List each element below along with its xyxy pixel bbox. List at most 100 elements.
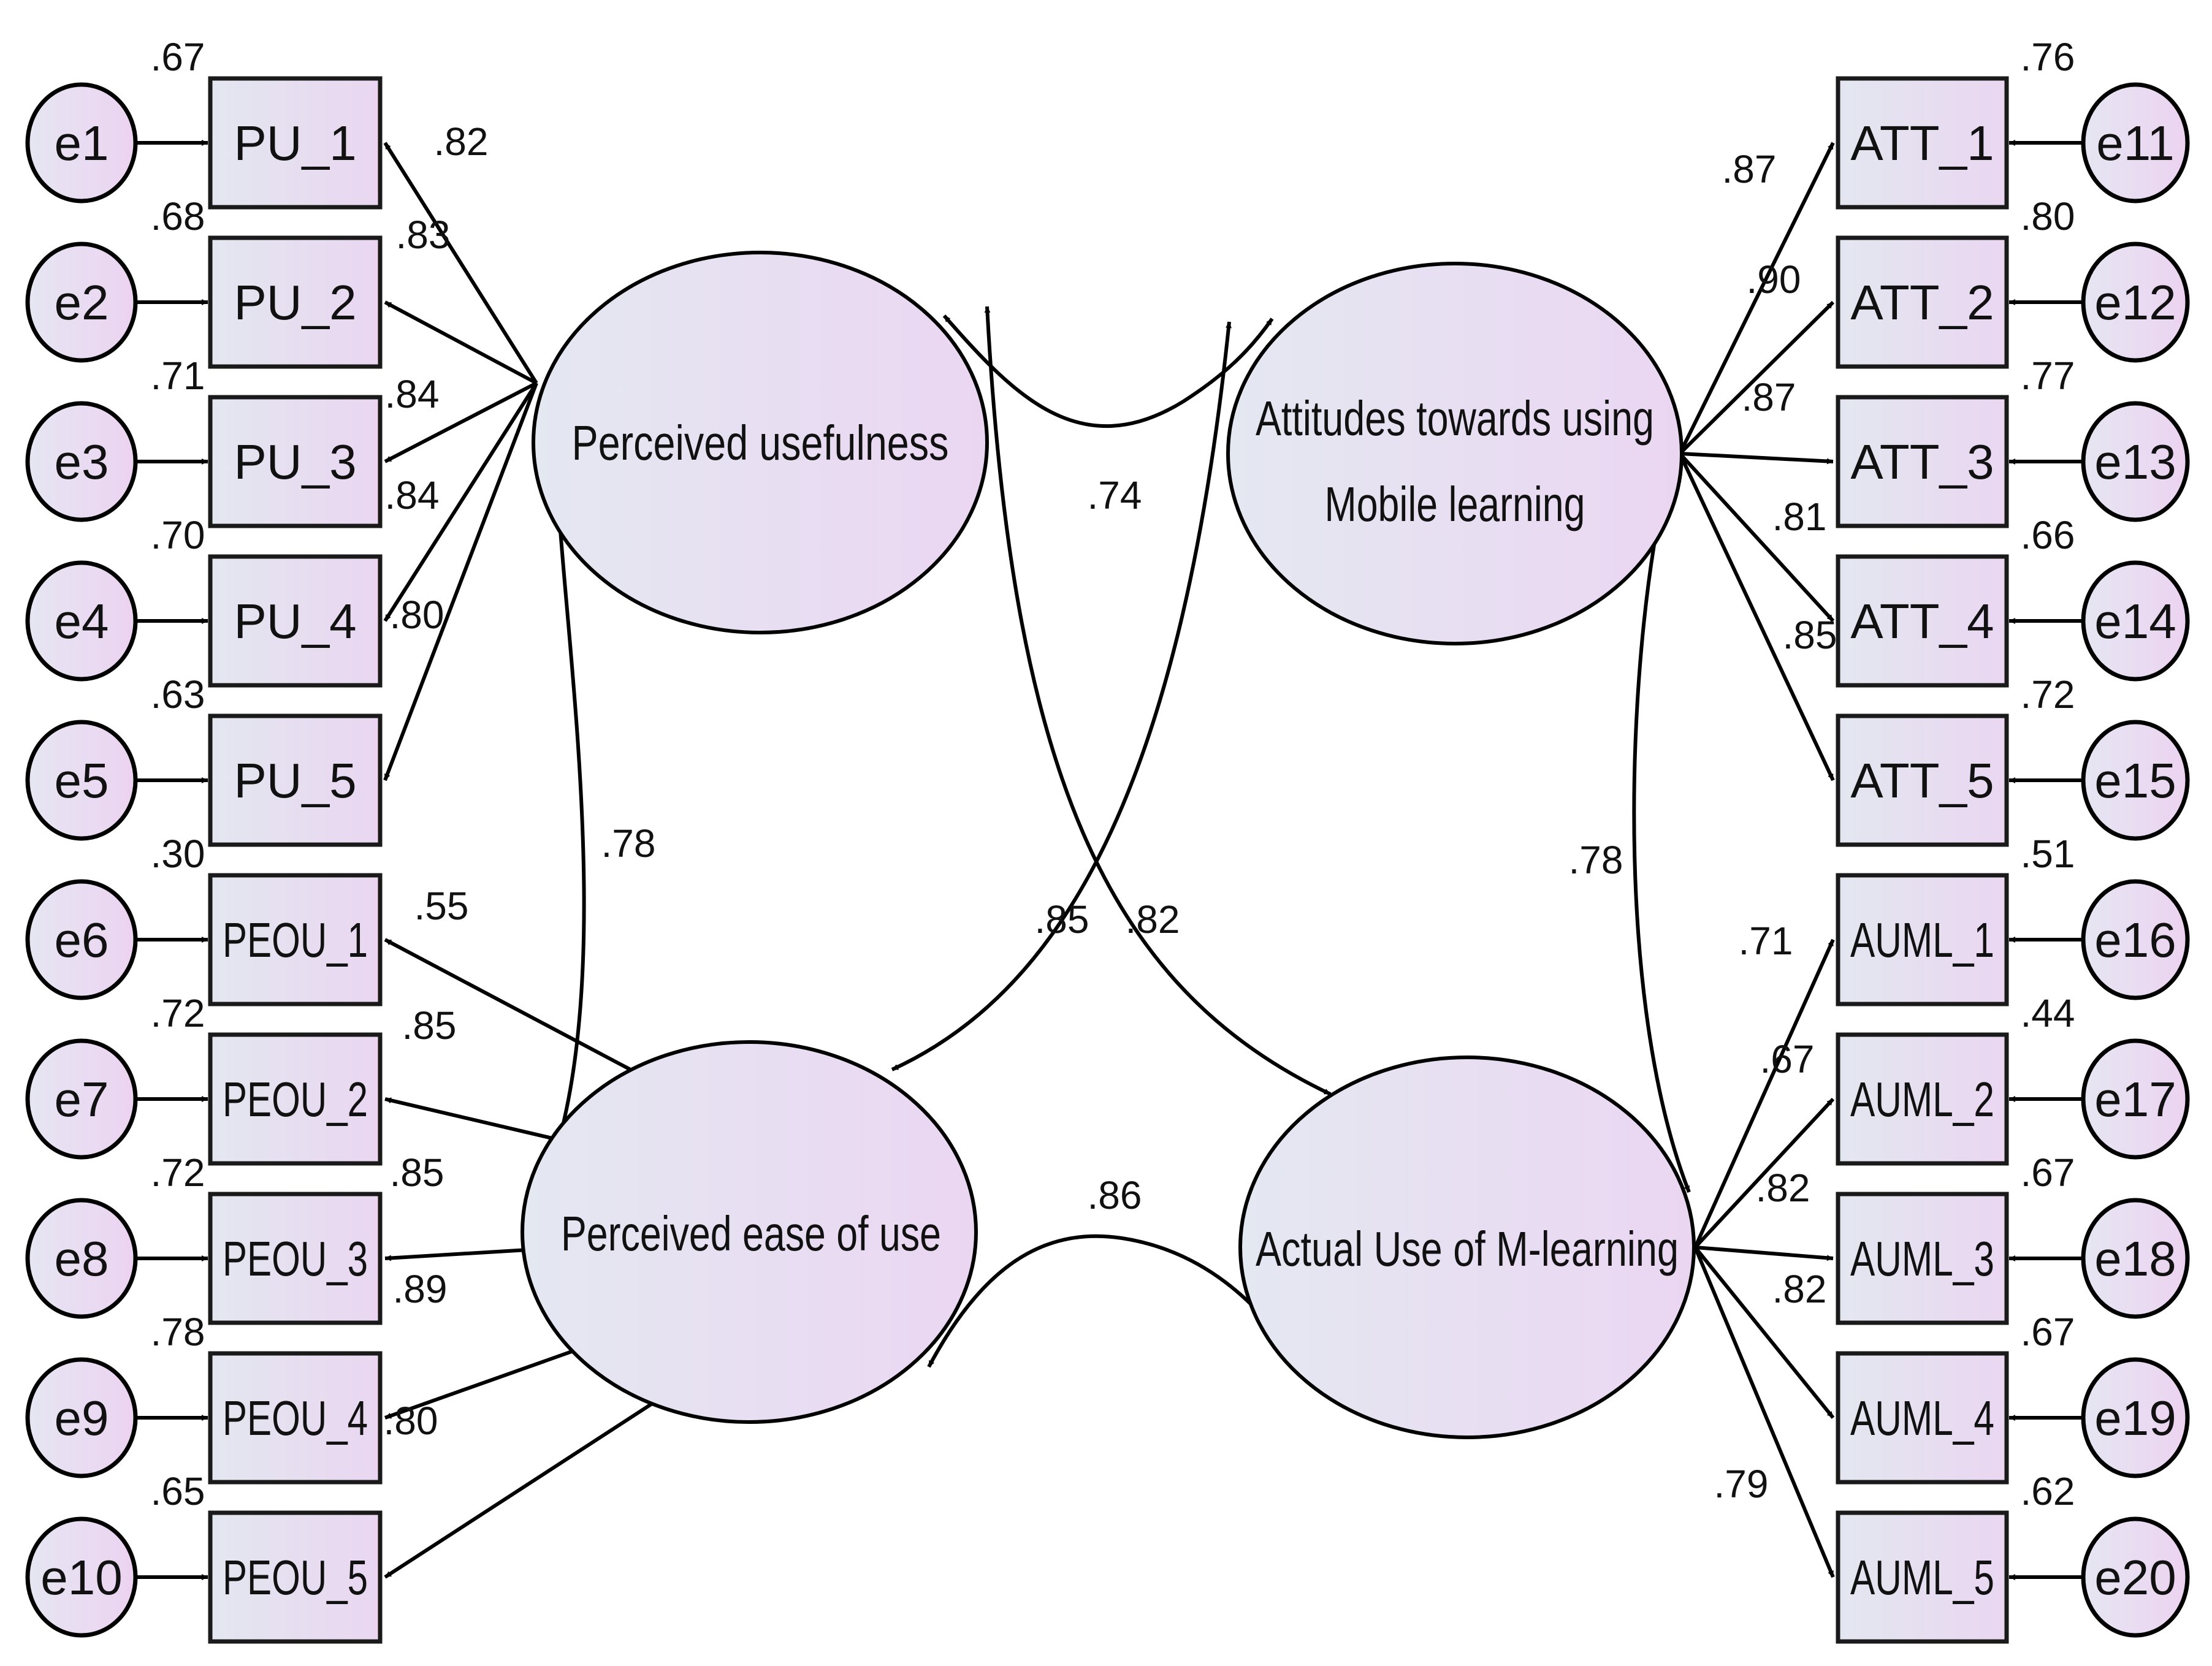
- cov-pu-auml: [984, 306, 1332, 1096]
- latent-att: Attitudes towards using Mobile learning: [1226, 262, 1684, 645]
- error-e4-label: e4: [55, 594, 109, 649]
- loading-peou_5: .80: [384, 1399, 438, 1443]
- latent-att-ellipse: [1226, 262, 1684, 645]
- error-e7-circle: [25, 1038, 138, 1160]
- loading-path-pu_5: [383, 382, 538, 782]
- indicator-att_2-box: [1836, 235, 2009, 369]
- latent-att-label-line2: Mobile learning: [1325, 477, 1585, 531]
- loading-auml_3: .82: [1756, 1166, 1810, 1210]
- error-e18-label: e18: [2094, 1231, 2176, 1286]
- error-e8: e8: [25, 1198, 138, 1319]
- error-e9: e9: [25, 1357, 138, 1478]
- cov-pu-auml-label: .82: [1126, 897, 1180, 941]
- indicator-att_2-label: ATT_2: [1850, 275, 1994, 330]
- error-e8-label: e8: [55, 1231, 109, 1286]
- indicator-pu_5-box: [208, 713, 383, 847]
- indicator-auml_4-label: AUML_4: [1850, 1391, 1994, 1445]
- error-e9-circle: [25, 1357, 138, 1478]
- error-e7: e7: [25, 1038, 138, 1160]
- indicator-peou_2: PEOU_2: [208, 1032, 383, 1166]
- r2-auml_1: .51: [2021, 832, 2075, 876]
- loading-path-auml_4: [1693, 1246, 1835, 1419]
- indicator-peou_1: PEOU_1: [208, 873, 383, 1006]
- error-e3-label: e3: [55, 435, 109, 489]
- cov-peou-auml-label: .86: [1088, 1173, 1142, 1217]
- error-e17-label: e17: [2094, 1072, 2176, 1127]
- indicator-att_3: ATT_3: [1836, 395, 2009, 528]
- error-e6: e6: [25, 879, 138, 1000]
- indicator-pu_1: PU_1: [208, 76, 383, 210]
- r2-peou_4: .78: [151, 1310, 205, 1354]
- loading-path-pu_2: [384, 300, 538, 385]
- indicator-att_5: ATT_5: [1836, 713, 2009, 847]
- indicator-att_5-label: ATT_5: [1850, 753, 1994, 808]
- r2-pu_4: .70: [151, 513, 205, 557]
- cov-pu-peou-label: .78: [601, 821, 656, 865]
- error-e2-label: e2: [55, 275, 109, 330]
- indicator-peou_5: PEOU_5: [208, 1510, 383, 1644]
- latent-pu-label: Perceived usefulness: [572, 416, 949, 470]
- loading-path-auml_2: [1693, 1097, 1835, 1249]
- loading-path-auml_3: [1695, 1246, 1834, 1261]
- loading-att_2: .90: [1747, 257, 1801, 302]
- indicator-att_3-box: [1836, 395, 2009, 528]
- error-e2: e2: [25, 242, 138, 363]
- cov-att-auml-label: .78: [1569, 838, 1623, 882]
- error-e19-label: e19: [2094, 1391, 2176, 1445]
- r2-att_2: .80: [2021, 194, 2075, 238]
- loading-peou_2: .85: [402, 1003, 457, 1048]
- loading-path-pu_3: [384, 381, 538, 463]
- error-e6-label: e6: [55, 913, 109, 967]
- r2-att_3: .77: [2021, 354, 2075, 398]
- r2-auml_4: .67: [2021, 1310, 2075, 1354]
- error-e1: e1: [25, 82, 138, 203]
- loading-peou_1: .55: [414, 884, 469, 928]
- indicator-peou_4-box: [208, 1351, 383, 1485]
- loading-pu_5: .80: [390, 593, 444, 637]
- error-e14: e14: [2081, 560, 2190, 682]
- indicator-pu_4: PU_4: [208, 554, 383, 688]
- loading-path-pu_4: [383, 382, 538, 622]
- indicator-pu_2-label: PU_2: [234, 275, 356, 330]
- indicator-peou_3-label: PEOU_3: [223, 1231, 368, 1286]
- loading-auml_4: .82: [1772, 1267, 1827, 1311]
- r2-peou_5: .65: [151, 1469, 205, 1513]
- loading-att_5: .85: [1783, 613, 1837, 657]
- error-e11: e11: [2081, 82, 2190, 203]
- error-e14-circle: [2081, 560, 2190, 682]
- error-e19: e19: [2081, 1357, 2190, 1478]
- error-e5-label: e5: [55, 753, 109, 808]
- error-e18: e18: [2081, 1198, 2190, 1319]
- loading-att_1: .87: [1722, 147, 1777, 191]
- r2-att_1: .76: [2021, 35, 2075, 79]
- indicator-peou_3-box: [208, 1192, 383, 1325]
- error-e3-circle: [25, 401, 138, 522]
- error-e13: e13: [2081, 401, 2190, 522]
- indicator-auml_4: AUML_4: [1836, 1351, 2009, 1485]
- indicator-pu_5: PU_5: [208, 713, 383, 847]
- loading-auml_5: .79: [1714, 1462, 1769, 1506]
- indicator-att_1-box: [1836, 76, 2009, 210]
- error-e7-label: e7: [55, 1072, 109, 1127]
- error-e13-circle: [2081, 401, 2190, 522]
- loading-pu_2: .83: [396, 213, 451, 257]
- loading-peou_4: .89: [393, 1267, 448, 1311]
- error-e11-circle: [2081, 82, 2190, 203]
- indicator-auml_4-box: [1836, 1351, 2009, 1485]
- error-e6-circle: [25, 879, 138, 1000]
- error-e4-circle: [25, 560, 138, 682]
- error-e17-circle: [2081, 1038, 2190, 1160]
- indicator-pu_1-label: PU_1: [234, 116, 356, 170]
- latent-att-label-line1: Attitudes towards using: [1256, 391, 1654, 446]
- edges-layer: [135, 140, 2083, 1580]
- cov-att-peou-label: .85: [1035, 897, 1089, 941]
- r2-peou_1: .30: [151, 832, 205, 876]
- latent-peou-ellipse: [521, 1040, 978, 1424]
- loading-path-auml_1: [1693, 938, 1835, 1249]
- loading-peou_3: .85: [390, 1151, 444, 1195]
- error-e8-circle: [25, 1198, 138, 1319]
- indicator-auml_1-box: [1836, 873, 2009, 1006]
- loading-path-att_3: [1679, 452, 1834, 465]
- indicator-att_4-label: ATT_4: [1850, 594, 1994, 649]
